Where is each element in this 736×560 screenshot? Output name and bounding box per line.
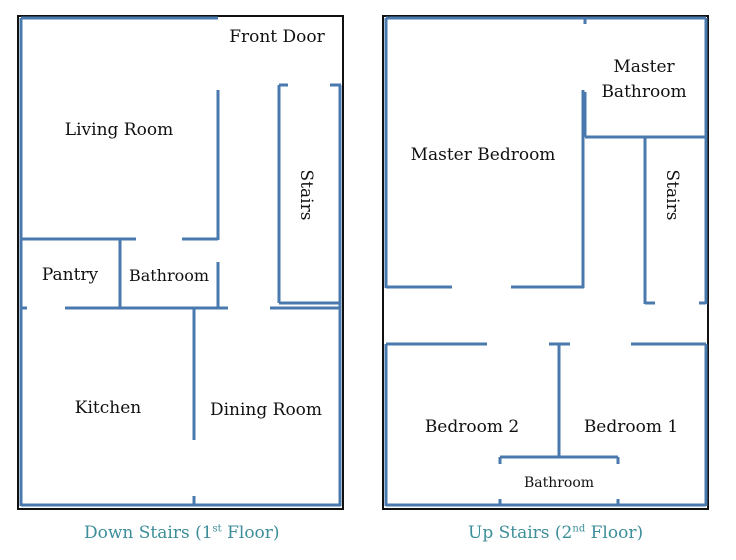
floor2-caption: Up Stairs (2nd Floor)	[468, 523, 643, 543]
bedroom2-label: Bedroom 2	[425, 417, 519, 437]
kitchen-label: Kitchen	[75, 398, 141, 418]
floor1-bathroom-label: Bathroom	[129, 266, 209, 285]
floor1-stairs-label: Stairs	[296, 170, 316, 221]
front-door-label: Front Door	[229, 27, 325, 47]
floor1-caption-prefix: Down Stairs (1	[84, 523, 213, 543]
floor2-plan: Master Bathroom Master Bedroom Stairs Be…	[382, 15, 709, 510]
floor1-walls	[19, 16, 342, 507]
bedroom1-label: Bedroom 1	[584, 417, 678, 437]
pantry-label: Pantry	[42, 265, 99, 285]
floor2-bathroom-label: Bathroom	[524, 475, 594, 491]
floor2-caption-suffix: Floor)	[585, 523, 644, 543]
floor1-outline	[17, 15, 344, 510]
dining-room-label: Dining Room	[210, 400, 322, 420]
floor1-caption-suffix: Floor)	[221, 523, 280, 543]
floor2-caption-prefix: Up Stairs (2	[468, 523, 573, 543]
floor1-plan: Front Door Living Room Stairs Pantry Bat…	[17, 15, 344, 510]
master-bathroom-label-line1: Master	[613, 57, 675, 77]
master-bedroom-label: Master Bedroom	[411, 145, 556, 165]
floor2-caption-superscript: nd	[572, 523, 586, 535]
floor2-stairs-label: Stairs	[662, 170, 682, 221]
floor2-walls	[384, 16, 708, 507]
living-room-label: Living Room	[65, 120, 173, 140]
floor2-outline	[382, 15, 709, 510]
master-bathroom-label-line2: Bathroom	[601, 82, 686, 102]
floor1-caption-superscript: st	[212, 523, 222, 535]
floor1-caption: Down Stairs (1st Floor)	[84, 523, 280, 543]
